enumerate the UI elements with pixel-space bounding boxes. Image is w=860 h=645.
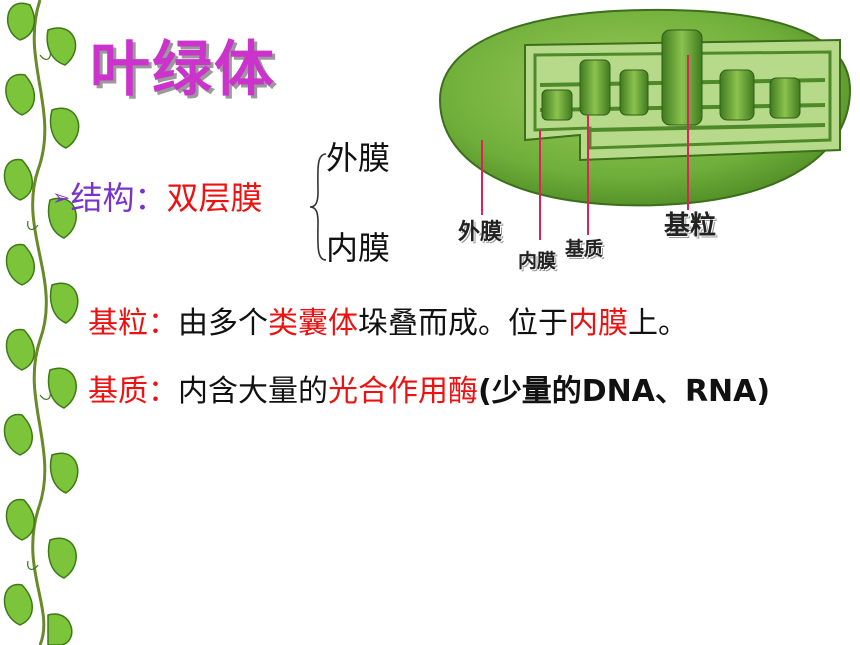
grana-stacks (541, 29, 801, 126)
diagram-label-stroma: 基质 (565, 238, 604, 260)
grana-text-3: 上。 (628, 306, 688, 341)
bullet-arrow-icon: ➢ (52, 186, 71, 211)
inner-membrane-edge (533, 50, 832, 150)
grana-description: 基粒：由多个类囊体垛叠而成。位于内膜上。 (88, 306, 688, 342)
branch-outer-membrane: 外膜 (326, 139, 391, 177)
vine-stem (31, 0, 48, 645)
chloroplast-diagram (438, 8, 852, 240)
stroma-label: 基质： (88, 374, 178, 409)
branch-inner-membrane: 内膜 (326, 229, 391, 267)
label-pointer-lines (481, 55, 689, 240)
diagram-label-grana: 基粒 (664, 211, 717, 241)
structure-label: 结构： (70, 179, 167, 217)
grana-highlight-thylakoid: 类囊体 (268, 306, 358, 341)
grana-text-2: 垛叠而成。位于 (358, 306, 568, 341)
structure-line: ➢结构：双层膜 (52, 182, 262, 214)
diagram-label-inner-membrane: 内膜 (518, 250, 557, 272)
stroma-text-1: 内含大量的 (178, 374, 328, 409)
curly-brace-icon (309, 153, 327, 261)
stroma-description: 基质：内含大量的光合作用酶(少量的DNA、RNA) (88, 372, 848, 413)
grana-highlight-inner-membrane: 内膜 (568, 306, 628, 341)
grana-text-1: 由多个 (178, 306, 268, 341)
diagram-label-outer-membrane: 外膜 (458, 220, 503, 245)
page-title: 叶绿体 (90, 35, 276, 105)
structure-value: 双层膜 (166, 179, 263, 217)
stroma-text-2: (少量的DNA、RNA) (478, 374, 771, 409)
ivy-vine-decoration (3, 0, 80, 645)
vine-tendrils (27, 50, 51, 570)
grana-label: 基粒： (88, 306, 178, 341)
vine-leaves (3, 2, 80, 645)
stroma-highlight-enzymes: 光合作用酶 (328, 374, 478, 409)
